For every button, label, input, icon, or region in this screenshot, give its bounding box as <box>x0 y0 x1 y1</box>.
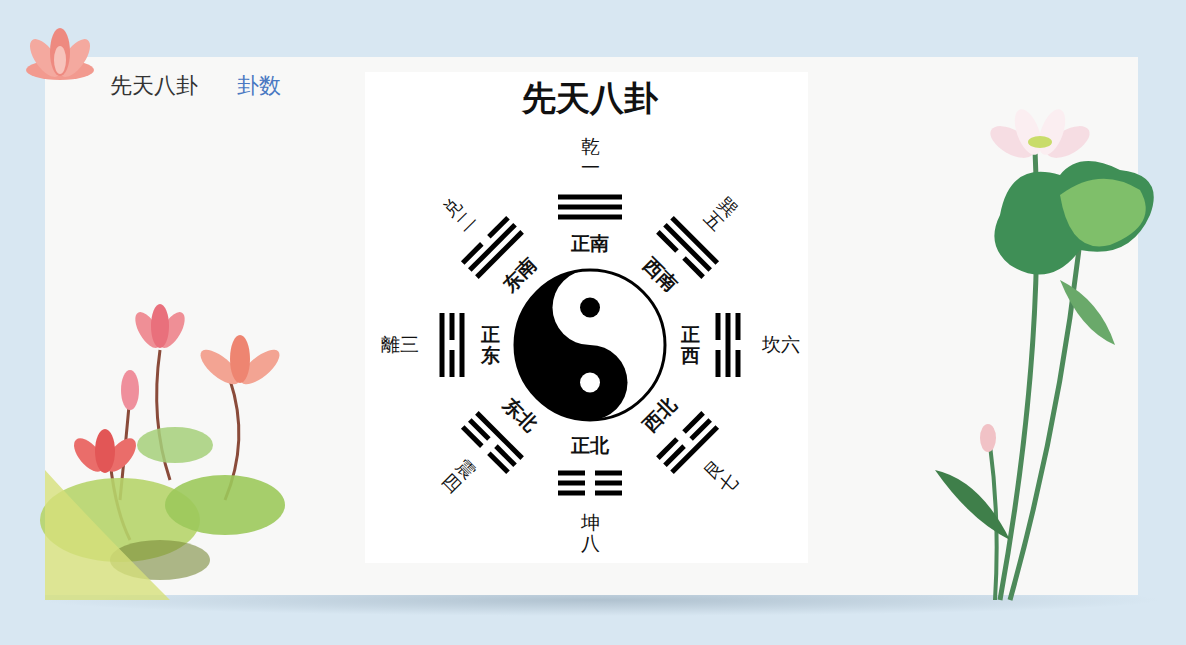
direction-label: 东北 <box>497 392 542 437</box>
direction-label: 东南 <box>497 252 542 297</box>
trigram-label: 坤八 <box>581 512 600 554</box>
trigram-kun <box>558 471 622 496</box>
image-ground <box>365 72 808 563</box>
lotus-decoration <box>935 106 1154 600</box>
direction-label: 正东 <box>481 324 500 366</box>
direction-label: 西北 <box>637 392 682 437</box>
trigram-label: 艮七 <box>701 456 742 497</box>
diagram-title: 先天八卦 <box>522 76 658 122</box>
trigram-kan <box>716 313 741 377</box>
panel <box>45 57 1138 595</box>
trigram-label: 乾一 <box>581 136 600 178</box>
taiji-symbol <box>515 270 665 420</box>
lotus-decoration <box>40 304 285 600</box>
direction-label: 正北 <box>571 433 609 459</box>
trigram-label: 巽五 <box>701 194 742 235</box>
trigram-label: 震四 <box>439 456 480 497</box>
page-heading: 先天八卦 <box>110 71 198 101</box>
direction-label: 西南 <box>637 252 682 297</box>
direction-label: 正南 <box>571 231 609 257</box>
trigram-label: 離三 <box>381 332 419 358</box>
trigram-label: 兑二 <box>439 194 480 235</box>
lotus-icon <box>24 28 96 82</box>
page-subheading: 卦数 <box>237 71 281 101</box>
trigram-qian <box>558 195 622 220</box>
direction-label: 正西 <box>681 324 700 366</box>
trigram-li <box>440 313 465 377</box>
trigram-label: 坎六 <box>762 332 800 358</box>
